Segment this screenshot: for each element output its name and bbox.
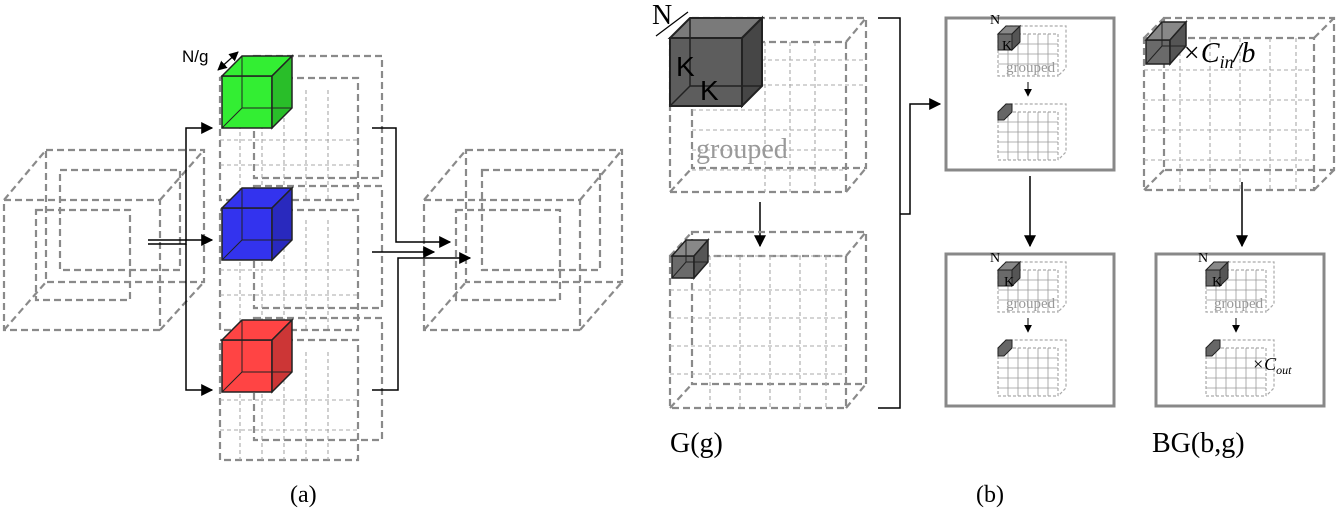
g-label: G(g)	[670, 428, 723, 459]
cin-multiplier: ×Cin/b	[1182, 38, 1255, 72]
ng-label: N/g	[182, 47, 208, 66]
panel-a: N/g (a)	[2, 47, 624, 508]
bl-grouped-label: grouped	[1006, 296, 1056, 312]
cout-multiplier: ×Cout	[1252, 354, 1292, 377]
split-arrows	[148, 122, 214, 396]
panel-b: N K K grouped	[652, 0, 1336, 508]
merge-arrows	[372, 127, 472, 391]
caption-a: (a)	[290, 482, 317, 508]
br-k-label: K	[1212, 275, 1222, 290]
g-to-bg-arrow	[900, 98, 942, 215]
dark-kernel-cube	[667, 15, 765, 109]
caption-b: (b)	[976, 482, 1004, 508]
tl-grouped-label: grouped	[1006, 60, 1056, 76]
big-k-label-2: K	[700, 75, 719, 106]
bg-label: BG(b,g)	[1152, 428, 1245, 459]
bl-n-label: N	[990, 251, 1000, 266]
output-feature-map	[422, 148, 624, 332]
panel-bottom-right: N K grouped ×Cout	[1154, 251, 1326, 408]
kernel-cube-red	[220, 318, 294, 394]
br-n-label: N	[1198, 251, 1208, 266]
panel-top-right: ×Cin/b	[1142, 16, 1336, 192]
panel-bottom-left: N K grouped	[944, 251, 1116, 408]
grouped-label-big: grouped	[696, 134, 788, 165]
input-feature-map	[2, 148, 206, 332]
ng-arrow	[217, 51, 239, 71]
big-n-label: N	[652, 0, 672, 31]
filter-group-middle	[218, 184, 384, 332]
g-output-volume	[668, 230, 868, 410]
small-dark-kernel	[670, 238, 710, 280]
big-k-label-1: K	[676, 51, 695, 82]
g-bracket	[878, 17, 901, 409]
tl-k-label: K	[1002, 39, 1012, 54]
filter-group-top	[218, 54, 384, 202]
bl-k-label: K	[1004, 275, 1014, 290]
kernel-cube-blue	[220, 186, 294, 262]
tl-n-label: N	[990, 13, 1000, 28]
panel-top-left: N K grouped	[944, 13, 1116, 172]
big-n-arrow	[655, 11, 689, 37]
kernel-cube-green	[220, 54, 294, 130]
br-grouped-label: grouped	[1214, 296, 1264, 312]
